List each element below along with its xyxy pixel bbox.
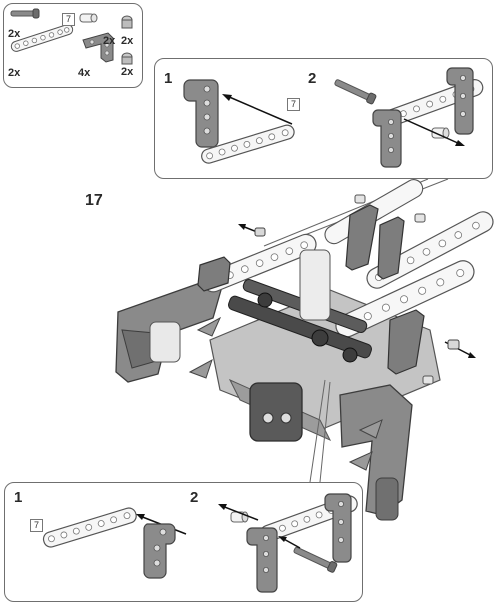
model-pin-arrow-right bbox=[444, 339, 476, 358]
bottom-angle-beam-1 bbox=[143, 523, 176, 579]
top-arrow-2 bbox=[403, 118, 465, 146]
axle-pin-part bbox=[10, 8, 40, 19]
model-center-axles bbox=[228, 249, 372, 363]
top-angle-beam-1 bbox=[183, 79, 219, 148]
model-angle-beam-left-front bbox=[197, 256, 231, 292]
bottom-arrow-2b bbox=[278, 536, 301, 549]
pin-small-part bbox=[121, 52, 133, 65]
model-hub bbox=[249, 382, 303, 442]
substep-top-number-2: 2 bbox=[308, 70, 317, 87]
model-right-lower-frame bbox=[339, 384, 413, 521]
model-angle-beam-upright-2 bbox=[377, 216, 405, 280]
bottom-angle-beam-2a bbox=[246, 527, 278, 593]
substep-bottom-number-2: 2 bbox=[190, 489, 199, 506]
axle-pin-quantity: 2x bbox=[8, 28, 21, 40]
beam-part bbox=[10, 24, 74, 52]
pin-part bbox=[121, 15, 133, 29]
bottom-arrow-2a bbox=[218, 504, 259, 521]
model-pin-arrow-top-left bbox=[238, 224, 266, 237]
bottom-leader-line-2 bbox=[319, 381, 331, 483]
substep-bottom-number-1: 1 bbox=[14, 489, 23, 506]
model-spikes bbox=[188, 316, 383, 471]
pin-quantity: 2x bbox=[121, 35, 134, 47]
top-white-beam-1 bbox=[201, 124, 295, 164]
substep-bottom-beam-length: 7 bbox=[30, 519, 43, 532]
bush-part bbox=[79, 13, 98, 23]
top-angle-beam-2a bbox=[372, 109, 402, 168]
top-axle-pin-2 bbox=[334, 79, 377, 105]
angle-beam-quantity: 4x bbox=[78, 67, 91, 79]
substep-top-number-1: 1 bbox=[164, 70, 173, 87]
top-arrow-1 bbox=[222, 94, 293, 125]
bottom-axle-pin-2 bbox=[293, 546, 338, 573]
top-angle-beam-2b bbox=[446, 67, 474, 135]
bottom-angle-beam-2b bbox=[324, 493, 352, 563]
beam-quantity: 2x bbox=[8, 67, 21, 79]
model-pin-top bbox=[354, 194, 434, 385]
bottom-leader-line-1 bbox=[309, 379, 326, 483]
substep-top-beam-length: 7 bbox=[287, 98, 300, 111]
model-angle-beam-upright-1 bbox=[345, 204, 379, 271]
model-angle-beam-right-front bbox=[387, 309, 425, 375]
bush-quantity: 2x bbox=[103, 35, 116, 47]
bottom-white-beam-1 bbox=[42, 507, 137, 548]
angle-beam-part bbox=[82, 32, 114, 63]
pin-small-quantity: 2x bbox=[121, 66, 134, 78]
step-number: 17 bbox=[85, 192, 103, 209]
beam-length-box: 7 bbox=[62, 13, 75, 26]
